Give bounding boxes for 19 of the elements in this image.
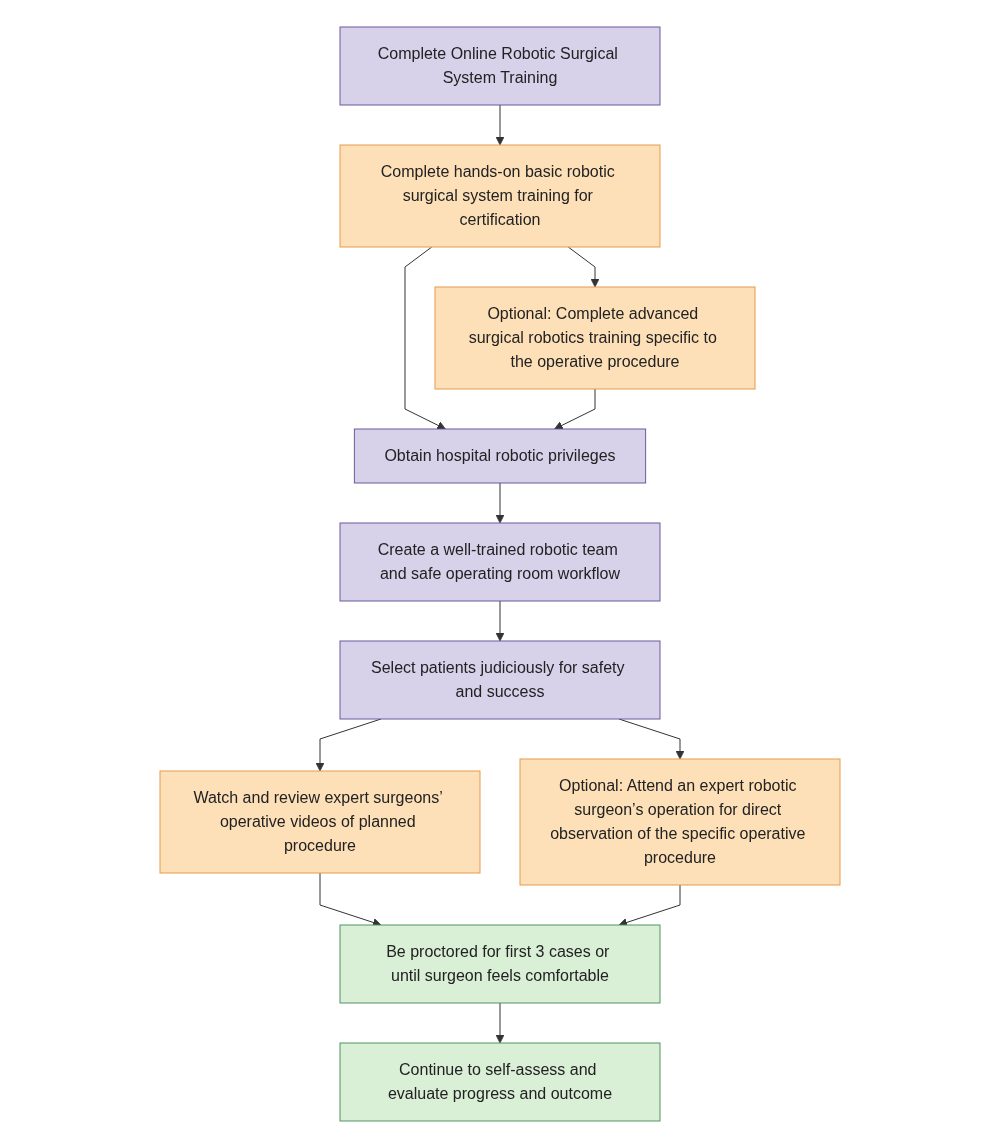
node-box: Optional: Complete advanced surgical robotics training specific to the operative procedure (434, 286, 755, 390)
arrow (404, 246, 446, 430)
node-box: Complete hands-on basic robotic surgical system training for certification (339, 144, 660, 248)
arrow (495, 104, 504, 146)
node-box: Select patients judiciously for safety and success (339, 640, 660, 720)
node-box: Obtain hospital robotic privileges (353, 428, 646, 484)
arrow (567, 246, 599, 288)
node-box: Be proctored for first 3 cases or until surgeon feels comfortable (339, 924, 660, 1004)
node-box: Watch and review expert surgeons’ operative videos of planned procedure (159, 770, 480, 874)
arrow (618, 884, 680, 927)
node-box: Optional: Attend an expert robotic surgeon’s operation for direct observation of the specific operative procedure (519, 758, 840, 886)
node-box: Complete Online Robotic Surgical System Training (339, 26, 660, 106)
arrow (495, 482, 504, 524)
arrow (553, 388, 595, 430)
node-box: Continue to self-assess and evaluate progress and outcome (339, 1042, 660, 1122)
arrow (495, 1002, 504, 1044)
arrow (495, 600, 504, 642)
arrow (319, 872, 381, 927)
node-box: Create a well-trained robotic team and safe operating room workflow (339, 522, 660, 602)
